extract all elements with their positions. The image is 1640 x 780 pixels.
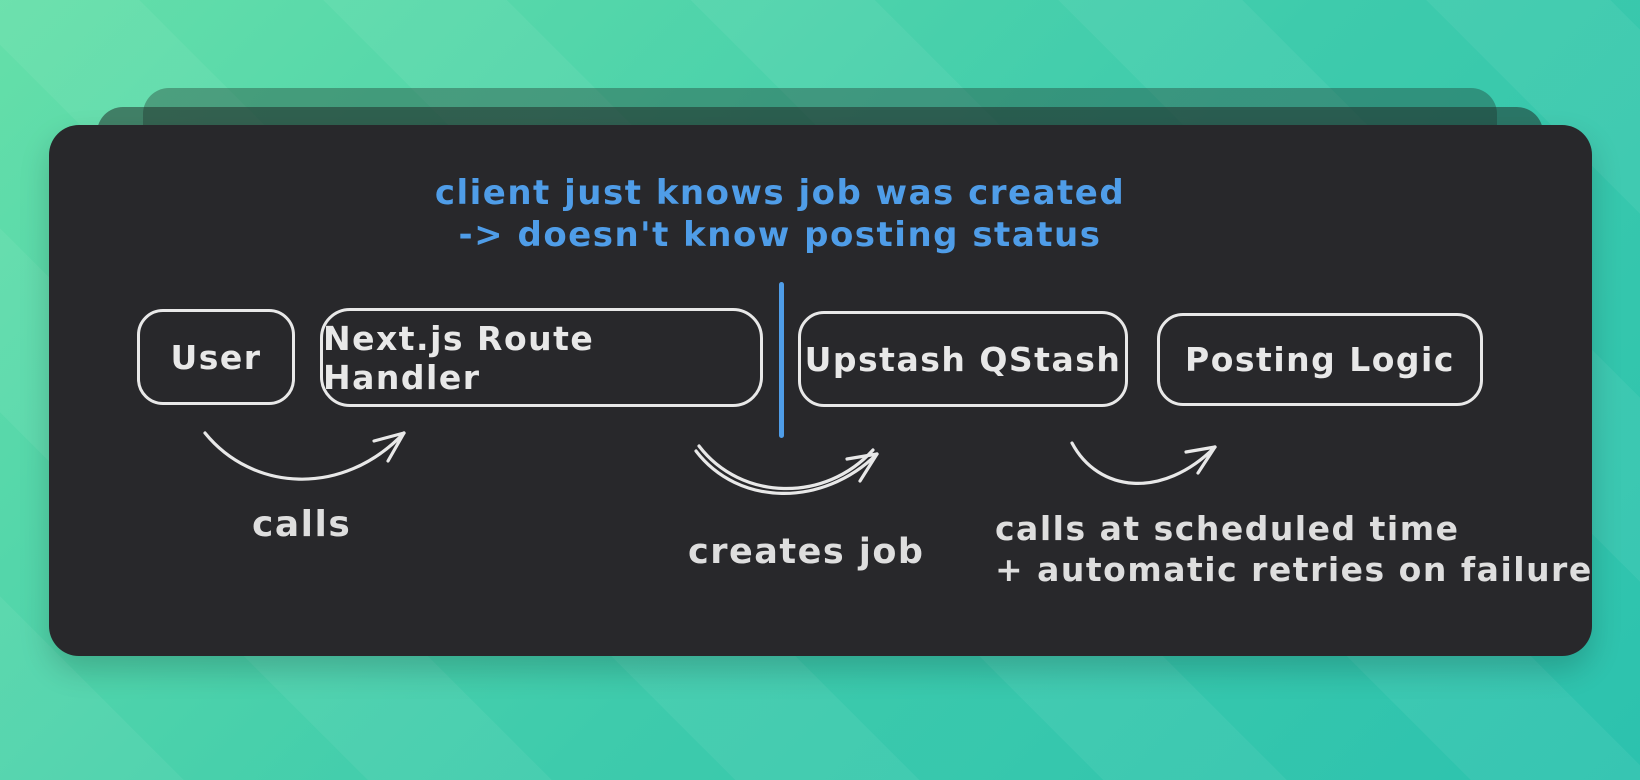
annotation-pointer-line	[779, 282, 784, 438]
node-posting-logic: Posting Logic	[1157, 313, 1483, 406]
node-user-label: User	[170, 337, 262, 377]
edge-label-scheduled: calls at scheduled time + automatic retr…	[995, 508, 1593, 590]
edge-label-scheduled-line2: + automatic retries on failure	[995, 550, 1593, 589]
edge-label-calls: calls	[252, 504, 352, 545]
node-posting-logic-label: Posting Logic	[1185, 340, 1455, 379]
node-upstash-qstash: Upstash QStash	[798, 311, 1128, 407]
edge-label-creates-job: creates job	[688, 532, 925, 572]
client-status-note-line1: client just knows job was created	[434, 173, 1126, 213]
node-user: User	[137, 309, 295, 405]
node-nextjs-route-handler-label: Next.js Route Handler	[323, 318, 595, 397]
node-upstash-qstash-label: Upstash QStash	[804, 339, 1122, 379]
client-status-note-line2: -> doesn't know posting status	[458, 215, 1102, 255]
client-status-note: client just knows job was created -> doe…	[398, 172, 1162, 256]
edge-label-scheduled-line1: calls at scheduled time	[995, 509, 1460, 548]
node-nextjs-route-handler: Next.js Route Handler	[320, 308, 763, 407]
